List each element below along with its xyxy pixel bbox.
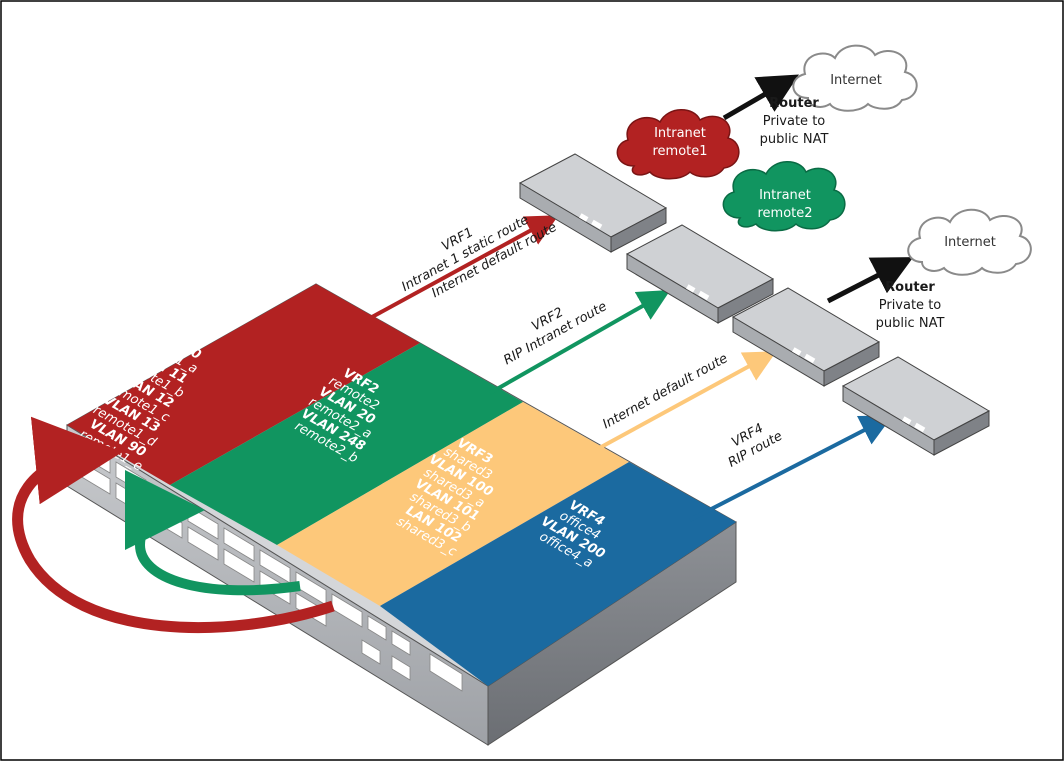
vrf3-region bbox=[277, 402, 629, 606]
vrf4-region bbox=[380, 462, 736, 686]
vrf2-loop-arrow bbox=[124, 470, 301, 596]
cloud-intranet-remote2-line2: remote2 bbox=[757, 206, 812, 221]
router-device-3 bbox=[731, 287, 881, 387]
vrf2-region bbox=[170, 343, 523, 545]
cloud-internet-2-label: Internet bbox=[944, 235, 996, 250]
router-1-title: Router bbox=[769, 96, 819, 111]
router-2-line2: public NAT bbox=[876, 316, 945, 331]
router-label-2: Router Private to public NAT bbox=[876, 280, 945, 331]
vrf1-loop-arrow bbox=[12, 416, 335, 633]
cloud-intranet-remote2-line1: Intranet bbox=[759, 188, 811, 203]
cloud-intranet-remote2: Intranet remote2 bbox=[722, 161, 846, 232]
cloud-intranet-remote1-line1: Intranet bbox=[654, 126, 706, 141]
cloud-internet-1-label: Internet bbox=[830, 73, 882, 88]
vrf1-region bbox=[67, 284, 420, 485]
router-1-line1: Private to bbox=[763, 114, 826, 129]
router-1-line2: public NAT bbox=[760, 132, 829, 147]
cloud-internet-2: Internet bbox=[907, 208, 1032, 276]
cloud-intranet-remote1: Intranet remote1 bbox=[616, 109, 740, 180]
router-device-2 bbox=[625, 224, 775, 324]
vrf3-arrow bbox=[591, 351, 777, 454]
internet-uplink-arrow-1 bbox=[722, 74, 799, 121]
vrf1-arrow-static bbox=[371, 215, 559, 319]
vrf2-arrow bbox=[489, 290, 671, 395]
router-device-4 bbox=[841, 356, 991, 456]
router-device-1 bbox=[518, 153, 668, 253]
router-2-line1: Private to bbox=[879, 298, 942, 313]
cloud-internet-1: Internet bbox=[792, 44, 918, 112]
cloud-intranet-remote1-line2: remote1 bbox=[652, 144, 707, 159]
router-label-1: Router Private to public NAT bbox=[760, 96, 829, 147]
router-2-title: Router bbox=[885, 280, 935, 295]
vrf4-arrow bbox=[689, 415, 893, 522]
internet-uplink-arrow-2 bbox=[826, 257, 914, 304]
